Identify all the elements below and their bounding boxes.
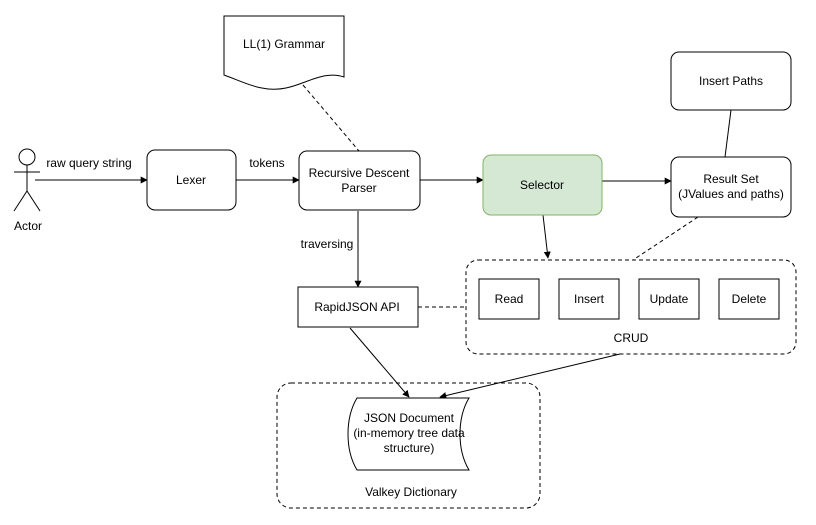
raw-query-label: raw query string: [46, 156, 131, 170]
json-doc-label-line3: structure): [384, 441, 435, 455]
parser-label-line1: Recursive Descent: [309, 166, 410, 180]
resultset-crud-link: [632, 216, 699, 261]
actor-icon: [13, 148, 41, 212]
json-doc-label-line2: (in-memory tree data: [353, 426, 465, 440]
lexer-box: [146, 149, 237, 211]
insert-paths-label: Insert Paths: [699, 74, 763, 88]
result-set-box: [670, 156, 792, 218]
selector-crud-arrow: [542, 214, 551, 259]
crud-group-label: CRUD: [614, 331, 649, 345]
actor-label: Actor: [14, 219, 42, 233]
crud-group: [465, 259, 797, 355]
traversing-label: traversing: [301, 237, 354, 251]
valkey-group-label: Valkey Dictionary: [365, 485, 457, 499]
crud-update-label: Update: [650, 292, 689, 306]
grammar-parser-link: [302, 84, 360, 152]
result-set-label-line2: (JValues and paths): [678, 187, 784, 201]
crud-delete-label: Delete: [732, 292, 767, 306]
json-document-shape: [347, 397, 470, 471]
insert-paths-box: [670, 51, 792, 111]
crud-delete-box: [718, 278, 780, 320]
result-set-label-line1: Result Set: [703, 172, 759, 186]
crud-read-label: Read: [495, 292, 524, 306]
crud-insert-box: [558, 278, 620, 320]
rapidjson-label: RapidJSON API: [314, 300, 399, 314]
selector-label: Selector: [520, 178, 564, 192]
rapidjson-box: [297, 286, 419, 328]
selector-box: [482, 154, 603, 216]
crud-update-box: [638, 278, 700, 320]
grammar-document-shape: [223, 15, 345, 90]
parser-label-line2: Parser: [341, 181, 376, 195]
crud-insert-label: Insert: [574, 292, 605, 306]
insertpaths-resultset-link: [724, 109, 732, 158]
json-doc-label-line1: JSON Document: [364, 411, 455, 425]
crud-read-box: [478, 278, 540, 320]
rapidjson-jsondoc-arrow: [349, 327, 410, 398]
tokens-label: tokens: [249, 156, 284, 170]
lexer-label: Lexer: [176, 173, 206, 187]
grammar-label: LL(1) Grammar: [243, 37, 325, 51]
crud-jsondoc-arrow: [439, 353, 621, 399]
parser-box: [298, 150, 421, 211]
valkey-dictionary-group: [276, 382, 541, 509]
